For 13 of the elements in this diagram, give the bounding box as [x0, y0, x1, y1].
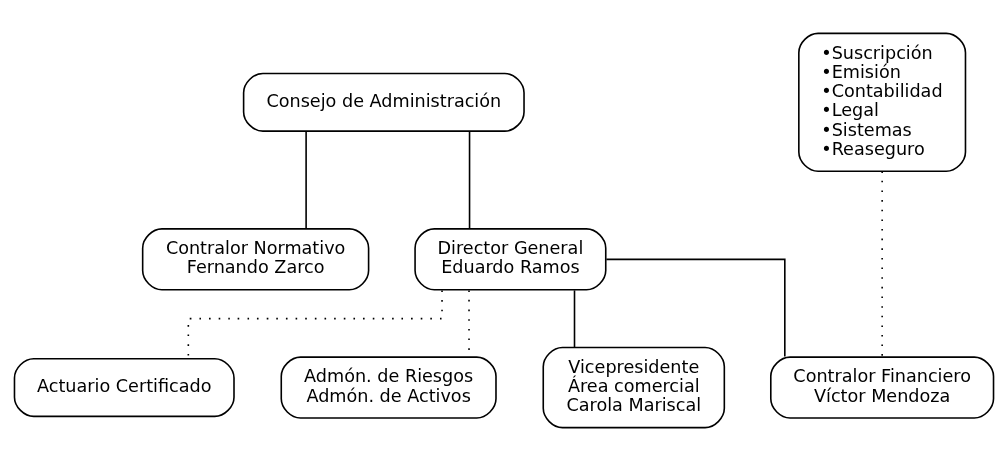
node-box: •Suscripción •Emisión •Contabilidad •Legal •Sistemas •Reaseguro — [798, 32, 967, 172]
connector — [605, 258, 786, 358]
node-box: Director General Eduardo Ramos — [414, 228, 607, 291]
node-box: Actuario Certificado — [13, 357, 235, 418]
connector — [187, 289, 443, 359]
connector — [468, 131, 471, 230]
node-box: Admón. de Riesgos Admón. de Activos — [280, 356, 497, 419]
connector — [573, 289, 576, 348]
connector — [305, 131, 307, 230]
node-box: Contralor Financiero Víctor Mendoza — [770, 356, 995, 419]
node-box: Contralor Normativo Fernando Zarco — [141, 228, 370, 291]
node-box: Consejo de Administración — [242, 72, 525, 132]
node-box: Vicepresidente Área comercial Carola Mariscal — [542, 346, 726, 429]
